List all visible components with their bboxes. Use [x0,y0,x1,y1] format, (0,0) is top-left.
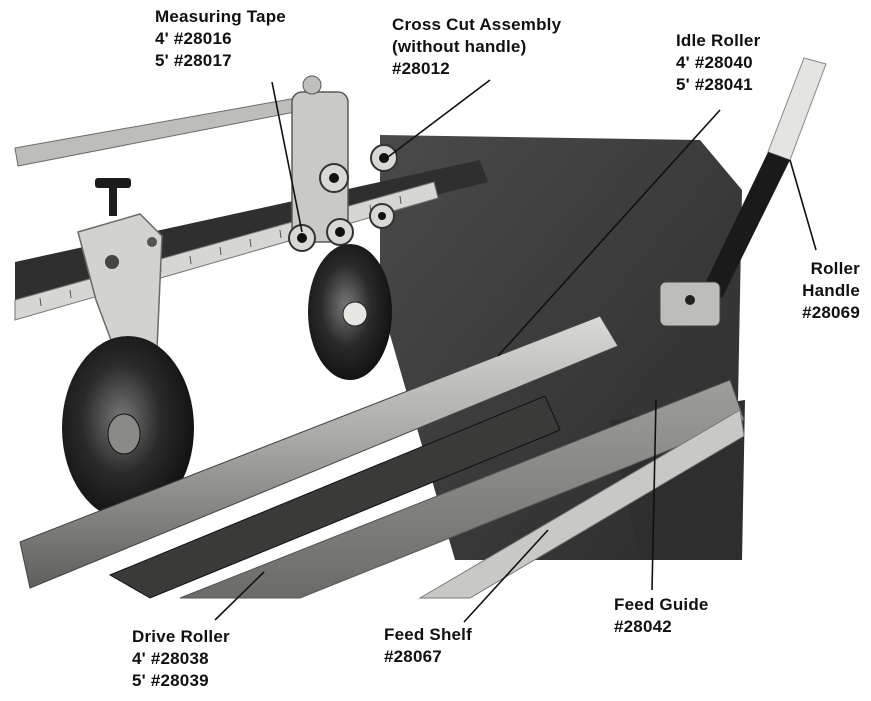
callout-line: 5' #28017 [155,51,232,70]
callout-line: 4' #28040 [676,53,753,72]
callout-title: Idle Roller [676,31,761,50]
callout-feed-guide: Feed Guide #28042 [614,594,709,638]
leader-drive-roller [214,571,265,621]
top-bar [14,91,337,167]
callout-title: Feed Guide [614,595,709,614]
leader-roller-handle [789,159,817,251]
leader-cross-cut [383,79,491,161]
callout-line: (without handle) [392,37,527,56]
callout-line: 5' #28039 [132,671,209,690]
callout-title: Feed Shelf [384,625,472,644]
feed-shelf [179,379,745,599]
leader-lines [214,79,817,623]
callout-line: 4' #28016 [155,29,232,48]
callout-title: Cross Cut Assembly [392,15,562,34]
callout-line: #28067 [384,647,442,666]
callout-title: Drive Roller [132,627,230,646]
callout-line: Handle [802,281,860,300]
callout-line: #28069 [802,303,860,322]
callout-line: 5' #28041 [676,75,753,94]
idle-roller [19,315,619,589]
leader-measuring-tape [271,81,303,233]
callout-roller-handle: Roller Handle #28069 [776,258,860,324]
callout-line: #28042 [614,617,672,636]
leader-feed-guide [651,399,657,591]
callout-line: #28012 [392,59,450,78]
leader-feed-shelf [463,529,549,623]
cutting-disc-front-hub [107,413,141,455]
drive-roller [108,395,561,599]
callout-drive-roller: Drive Roller 4' #28038 5' #28039 [132,626,230,692]
callout-feed-shelf: Feed Shelf #28067 [384,624,472,668]
leader-idle-roller [497,109,721,357]
callout-idle-roller: Idle Roller 4' #28040 5' #28041 [676,30,760,96]
feed-guide [418,409,745,599]
callout-line: 4' #28038 [132,649,209,668]
callout-title: Measuring Tape [155,7,286,26]
callout-measuring-tape: Measuring Tape 4' #28016 5' #28017 [155,6,286,72]
cross-cut-carriage [288,75,398,252]
cutting-disc-rear-hub [342,301,368,327]
roller-handle [659,57,827,327]
callout-cross-cut: Cross Cut Assembly (without handle) #280… [392,14,561,80]
callout-title: Roller [810,259,860,278]
